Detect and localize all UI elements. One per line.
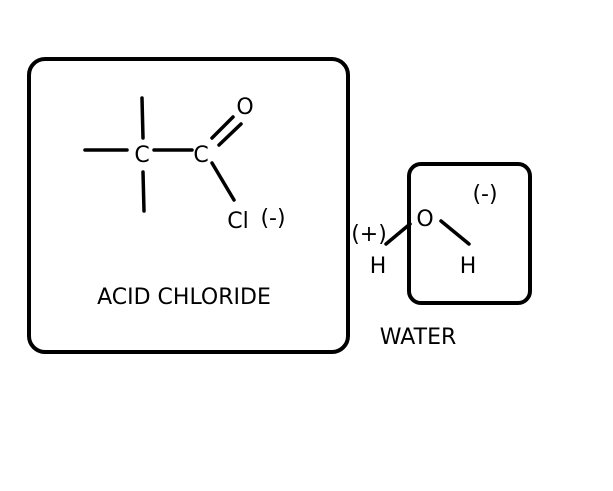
water-bonds [384, 219, 471, 246]
bond-down-methyl [141, 170, 146, 213]
water-caption: WATER [380, 325, 457, 350]
acid-chloride-box [27, 57, 350, 354]
bond-c-cl [210, 161, 236, 202]
atom-o-label: O [236, 95, 253, 120]
bond-h-o-left [384, 222, 412, 246]
bond-c-o-double-1 [210, 115, 235, 140]
water-h-right-label: H [460, 254, 477, 279]
atom-c1-label: C [134, 143, 149, 168]
water-h-left-label: H [370, 254, 387, 279]
bond-up-methyl [140, 96, 145, 140]
atom-cl-label: Cl [227, 209, 248, 234]
water-box [407, 162, 532, 305]
bond-c-o-double-2 [217, 122, 243, 147]
water-o-charge-label: (-) [472, 182, 497, 207]
cl-charge-label: (-) [260, 206, 285, 231]
bond-o-h-right [439, 219, 471, 246]
water-h-charge-label: (+) [351, 222, 387, 247]
atom-c2-label: C [193, 143, 208, 168]
acid-chloride-bonds [83, 96, 243, 213]
acid-chloride-caption: ACID CHLORIDE [97, 285, 271, 310]
water-o-label: O [416, 207, 433, 232]
